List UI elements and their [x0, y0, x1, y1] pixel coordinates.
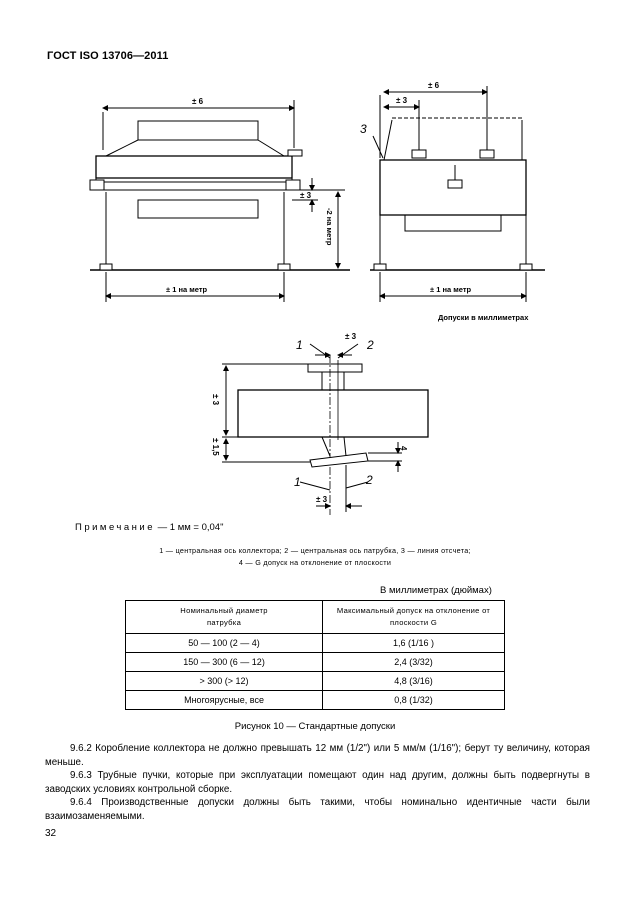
nozzle-detail-drawing: [222, 343, 429, 515]
table-header-tolerance: Максимальный допуск на отклонение от пло…: [322, 600, 505, 634]
figure-note: Примечание — 1 мм = 0,04": [75, 522, 223, 533]
figure-caption: Рисунок 10 — Стандартные допуски: [234, 721, 396, 732]
right-view-drawing: [370, 86, 545, 302]
dim-label-minus2-per-meter: -2 на метр: [325, 208, 334, 246]
dim-label-pm3-detail-top: ± 3: [345, 332, 357, 341]
table-row: Многоярусные, все 0,8 (1/32): [124, 690, 505, 710]
paragraph-9-6-3: 9.6.3 Трубные пучки, которые при эксплуа…: [45, 770, 590, 795]
left-view-drawing: [89, 100, 350, 302]
table-row: > 300 (> 12) 4,8 (3/16): [124, 671, 505, 691]
paragraph-9-6-4: 9.6.4 Производственные допуски должны бы…: [45, 797, 590, 822]
legend-line-2: 4 — G допуск на отклонение от плоскости: [238, 558, 392, 567]
dim-label-pm3-detail-side: ± 3: [211, 394, 220, 406]
standard-header: ГОСТ ISO 13706—2011: [47, 50, 169, 62]
dim-label-pm6-left: ± 6: [192, 97, 204, 106]
marker-3: 3: [360, 122, 367, 136]
marker-1-bottom: 1: [294, 475, 301, 489]
table-units: В миллиметрах (дюймах): [380, 585, 492, 596]
table-cell: 4,8 (3/16): [322, 671, 505, 691]
tolerance-table: Номинальный диаметр патрубка Максимальны…: [124, 600, 505, 710]
dim-label-pm1-right: ± 1 на метр: [430, 285, 472, 294]
note-text: — 1 мм = 0,04": [155, 522, 224, 533]
table-row: 150 — 300 (6 — 12) 2,4 (3/32): [124, 652, 505, 672]
table-cell: 2,4 (3/32): [322, 652, 505, 672]
dim-label-pm6-right: ± 6: [428, 81, 440, 90]
tolerance-units-note: Допуски в миллиметрах: [438, 313, 529, 322]
table-cell: > 300 (> 12): [124, 671, 324, 691]
note-prefix: Примечание: [75, 522, 155, 533]
table-header-row: Номинальный диаметр патрубка Максимальны…: [124, 600, 505, 634]
table-header-diameter: Номинальный диаметр патрубка: [124, 600, 324, 634]
dim-label-pm3-right: ± 3: [396, 96, 408, 105]
dim-label-4: 4: [399, 446, 408, 451]
table-cell: 0,8 (1/32): [322, 690, 505, 710]
dim-label-pm3-left: ± 3: [300, 191, 312, 200]
table-row: 50 — 100 (2 — 4) 1,6 (1/16 ): [124, 633, 505, 653]
tolerance-figure: ± 6 ± 3 -2 на метр ± 1 на метр ± 6 ± 3 ±…: [89, 81, 545, 515]
legend-line-1: 1 — центральная ось коллектора; 2 — цент…: [159, 546, 471, 555]
table-cell: 150 — 300 (6 — 12): [124, 652, 324, 672]
dim-label-pm3-detail-bottom: ± 3: [316, 495, 328, 504]
table-cell: 50 — 100 (2 — 4): [124, 633, 324, 653]
figure-legend: 1 — центральная ось коллектора; 2 — цент…: [60, 545, 570, 569]
dim-label-pm1-left: ± 1 на метр: [166, 285, 208, 294]
table-cell: Многоярусные, все: [124, 690, 324, 710]
marker-2-bottom: 2: [365, 473, 373, 487]
paragraph-9-6-2: 9.6.2 Коробление коллектора не должно пр…: [45, 743, 590, 768]
dim-label-pm1-5: ± 1,5: [211, 438, 220, 456]
marker-1-top: 1: [296, 338, 303, 352]
table-cell: 1,6 (1/16 ): [322, 633, 505, 653]
marker-2-top: 2: [366, 338, 374, 352]
page-number: 32: [45, 828, 57, 839]
